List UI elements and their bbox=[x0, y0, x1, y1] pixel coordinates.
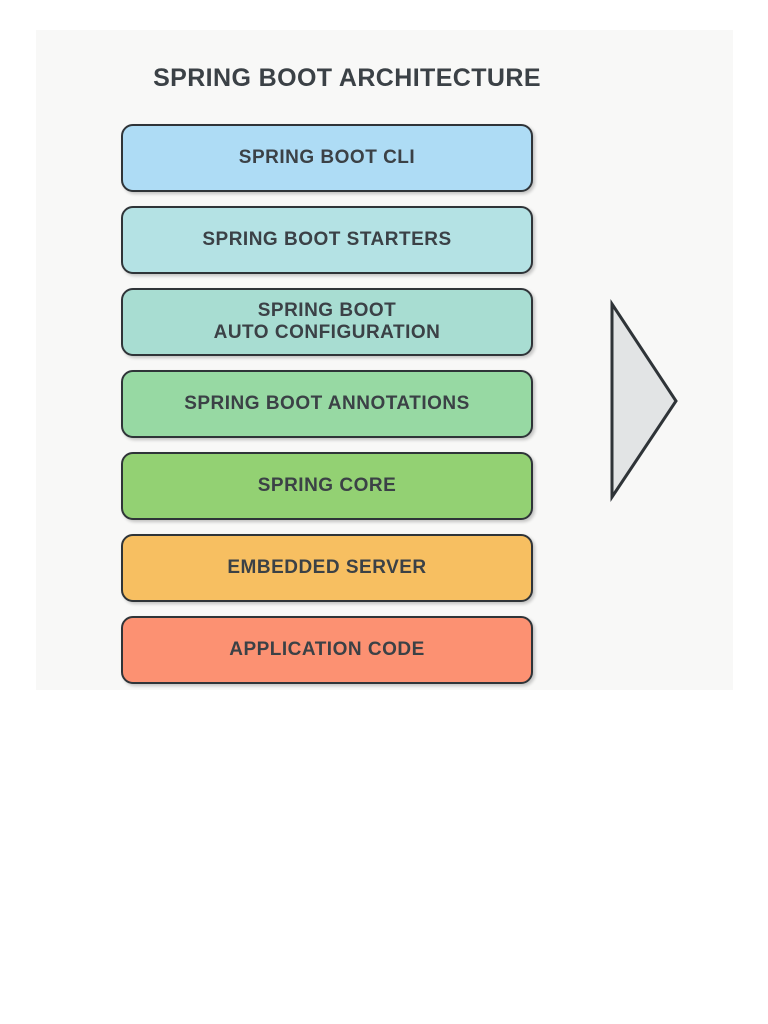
page-title: SPRING BOOT ARCHITECTURE bbox=[153, 64, 541, 92]
architecture-layer-label: SPRING BOOT CLI bbox=[238, 146, 416, 168]
architecture-layer-label: EMBEDDED SERVER bbox=[227, 556, 427, 578]
architecture-layer-label: APPLICATION CODE bbox=[229, 638, 425, 660]
architecture-layer-1[interactable]: SPRING BOOT CLI bbox=[121, 124, 533, 192]
right-triangle-arrow-icon bbox=[609, 299, 679, 502]
architecture-layer-5[interactable]: SPRING CORE bbox=[121, 452, 533, 520]
architecture-layer-7[interactable]: APPLICATION CODE bbox=[121, 616, 533, 684]
architecture-layer-4[interactable]: SPRING BOOT ANNOTATIONS bbox=[121, 370, 533, 438]
architecture-layer-label: SPRING BOOT STARTERS bbox=[202, 228, 452, 250]
architecture-layer-label: SPRING CORE bbox=[257, 474, 397, 496]
architecture-layer-3[interactable]: SPRING BOOT AUTO CONFIGURATION bbox=[121, 288, 533, 356]
architecture-layer-label: SPRING BOOT AUTO CONFIGURATION bbox=[213, 299, 441, 343]
architecture-layer-label: SPRING BOOT ANNOTATIONS bbox=[184, 392, 470, 414]
architecture-layer-stack: SPRING BOOT CLI SPRING BOOT STARTERS SPRIN… bbox=[121, 124, 533, 684]
diagram-canvas: SPRING BOOT ARCHITECTURE SPRING BOOT CLI… bbox=[36, 30, 733, 690]
architecture-layer-6[interactable]: EMBEDDED SERVER bbox=[121, 534, 533, 602]
architecture-layer-2[interactable]: SPRING BOOT STARTERS bbox=[121, 206, 533, 274]
